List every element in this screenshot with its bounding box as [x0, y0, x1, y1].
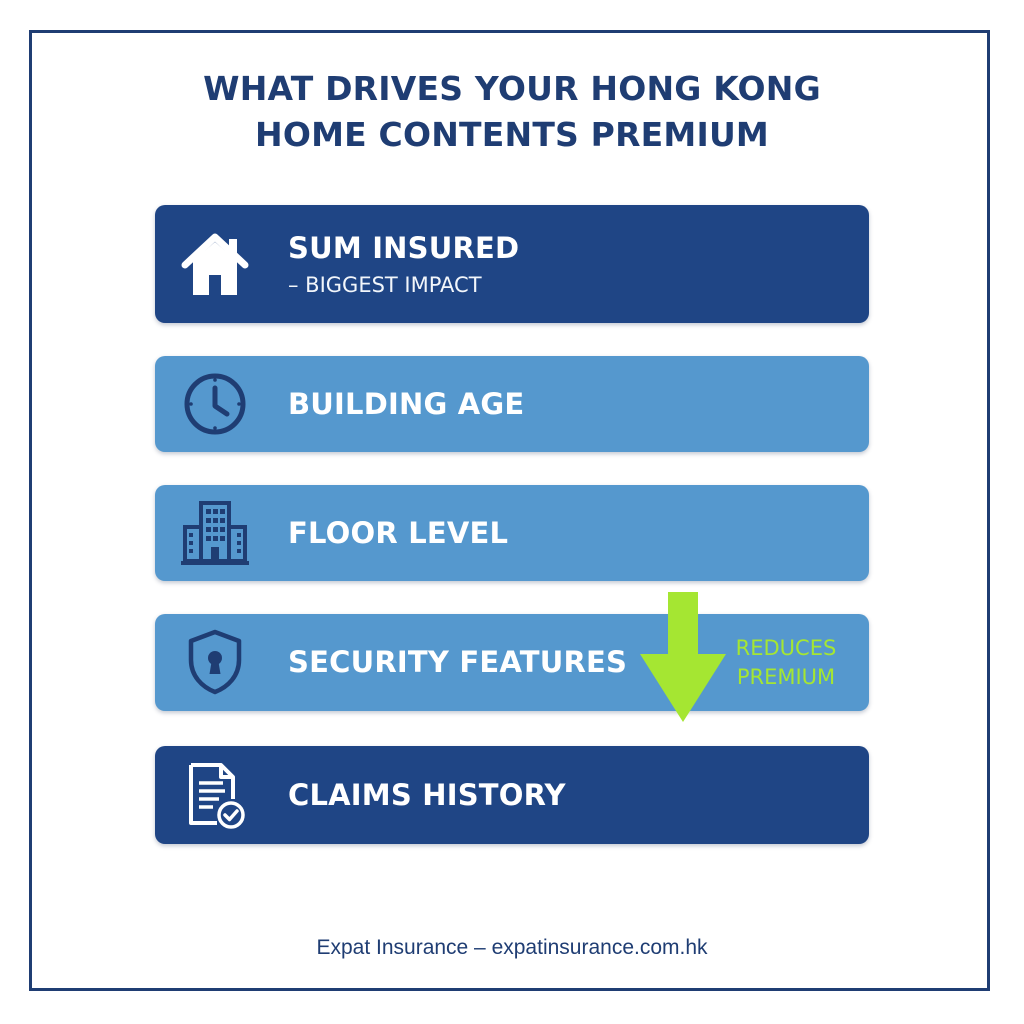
factor-card-sum-insured: SUM INSURED – BIGGEST IMPACT [155, 205, 869, 323]
building-icon [181, 501, 249, 565]
shield-keyhole-icon [188, 629, 242, 695]
factor-card-building-age: BUILDING AGE [155, 356, 869, 452]
factor-card-claims-history: CLAIMS HISTORY [155, 746, 869, 844]
title-line-2: HOME CONTENTS PREMIUM [255, 115, 769, 154]
footer-credit: Expat Insurance – expatinsurance.com.hk [316, 936, 708, 959]
factor-label: CLAIMS HISTORY [288, 778, 566, 812]
factor-label: SECURITY FEATURES [288, 645, 628, 679]
factor-label: BUILDING AGE [288, 387, 525, 421]
factor-label: FLOOR LEVEL [288, 516, 509, 550]
house-icon [181, 233, 249, 295]
document-check-icon [189, 763, 245, 829]
reduces-premium-note: REDUCES PREMIUM [735, 634, 837, 692]
clock-icon [184, 373, 246, 435]
title-line-1: WHAT DRIVES YOUR HONG KONG [203, 69, 821, 108]
factor-sublabel: – BIGGEST IMPACT [288, 273, 482, 297]
note-line-1: REDUCES [735, 636, 837, 660]
factor-label: SUM INSURED [288, 231, 520, 265]
factor-card-floor-level: FLOOR LEVEL [155, 485, 869, 581]
down-arrow-icon [640, 592, 726, 722]
factor-card-security-features: SECURITY FEATURES REDUCES PREMIUM [155, 614, 869, 711]
page-title: WHAT DRIVES YOUR HONG KONG HOME CONTENTS… [0, 66, 1024, 158]
note-line-2: PREMIUM [736, 665, 836, 689]
